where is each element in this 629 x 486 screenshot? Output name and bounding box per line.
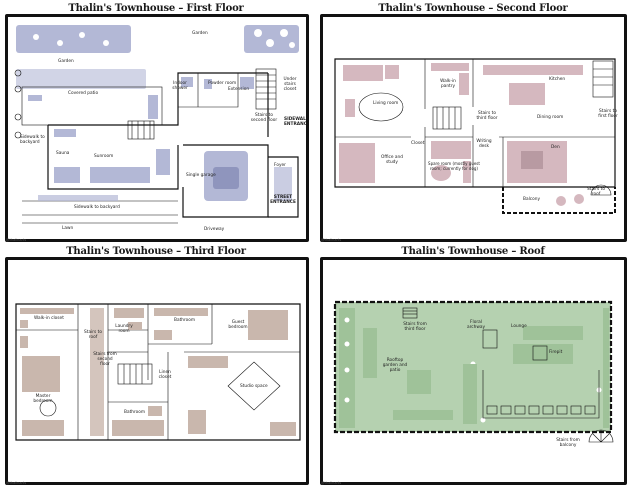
- label-dining-room: Dining room: [537, 115, 564, 120]
- label-indoor-shower: Indoor shower: [172, 81, 188, 91]
- label-stairs-from-second: Stairs from second floor: [93, 352, 117, 367]
- label-linen-closet: Linen closet: [158, 370, 172, 380]
- label-floral-archway: Floral archway: [466, 320, 486, 330]
- label-stairs-from-third: Stairs from third floor: [403, 322, 427, 332]
- label-extension: Extension: [228, 87, 250, 92]
- label-master-bedroom: Master bedroom: [33, 394, 53, 404]
- third-floor-plan: [15, 303, 301, 441]
- label-walkin-closet: Walk-in closet: [34, 316, 64, 321]
- label-bathroom-top: Bathroom: [174, 318, 196, 323]
- label-balcony: Balcony: [523, 197, 541, 202]
- label-guest-bedroom: Guest bedroom: [228, 320, 248, 330]
- label-sidewalk-backyard-bottom: Sidewalk to backyard: [74, 205, 120, 210]
- label-studio-space: Studio space: [240, 384, 268, 389]
- panel-title: Thalin's Townhouse – Second Floor: [378, 3, 568, 14]
- label-bathroom-bottom: Bathroom: [124, 410, 146, 415]
- label-driveway: Driveway: [204, 227, 225, 232]
- label-street-entrance: STREET ENTRANCE: [270, 195, 296, 205]
- floorplan-frame: Garden Garden Indoor shower Powder room …: [5, 14, 309, 242]
- panel-third-floor: Thalin's Townhouse – Third Floor: [0, 243, 312, 486]
- label-stairs-to-roof: Stairs to roof: [84, 330, 102, 340]
- credit: @thalinarts: [6, 481, 27, 485]
- roof-plan: [333, 300, 614, 443]
- panel-title: Thalin's Townhouse – Third Floor: [66, 246, 246, 257]
- label-sidewalk-entrance: SIDEWALK ENTRANCE: [284, 117, 309, 127]
- first-floor-plan: [14, 25, 299, 224]
- label-writing-desk: Writing desk: [476, 139, 492, 149]
- label-closet: Closet: [411, 141, 425, 146]
- label-walkin-pantry: Walk-in pantry: [440, 79, 456, 89]
- credit: @thalinarts: [321, 481, 342, 485]
- panel-roof: Thalin's Townhouse – Roof: [317, 243, 629, 486]
- credit: @thalinarts: [321, 238, 342, 242]
- label-spare-room: Spare room (mostly guest room; currently…: [428, 161, 480, 171]
- second-floor-plan: [334, 58, 616, 214]
- floorplan-frame: Living room Walk-in pantry Kitchen Stair…: [320, 14, 627, 242]
- label-stairs-to-third: Stairs to third floor: [476, 111, 498, 121]
- label-stairs-to-second: Stairs to second floor: [250, 113, 278, 123]
- label-covered-patio: Covered patio: [68, 91, 99, 96]
- panel-title: Thalin's Townhouse – Roof: [401, 246, 545, 257]
- label-den: Den: [551, 145, 560, 150]
- label-garden-top: Garden: [192, 31, 208, 36]
- label-under-stairs-closet: Under stairs closet: [283, 77, 297, 92]
- label-sauna: Sauna: [56, 151, 70, 156]
- credit: @thalinarts: [6, 238, 27, 242]
- panel-title: Thalin's Townhouse – First Floor: [68, 3, 244, 14]
- label-lounge: Lounge: [511, 324, 527, 329]
- label-rooftop-garden: Rooftop garden and patio: [382, 358, 408, 373]
- label-sidewalk-backyard-left: Sidewalk to backyard: [20, 135, 45, 145]
- panel-first-floor: Thalin's Townhouse – First Floor: [0, 0, 312, 243]
- label-stairs-from-balcony: Stairs from balcony: [556, 438, 580, 448]
- label-firepit: Firepit: [549, 350, 563, 355]
- label-laundry-room: Laundry room: [115, 324, 133, 334]
- label-stairs-to-roof: Stairs to roof: [587, 187, 605, 197]
- label-office: Office and study: [381, 155, 403, 165]
- label-foyer: Foyer: [274, 163, 286, 168]
- panel-second-floor: Thalin's Townhouse – Second Floor: [317, 0, 629, 243]
- label-lawn: Lawn: [62, 226, 74, 231]
- label-powder-room: Powder room: [208, 81, 237, 86]
- label-stairs-to-first: Stairs to first floor: [598, 109, 618, 119]
- floorplan-frame: Stairs from third floor Floral archway L…: [320, 257, 627, 485]
- label-living-room: Living room: [373, 101, 399, 106]
- label-sunroom: Sunroom: [94, 154, 114, 159]
- label-single-garage: Single garage: [186, 173, 216, 178]
- label-garden-left: Garden: [58, 59, 74, 64]
- floorplan-frame: Walk-in closet Laundry room Bathroom Gue…: [5, 257, 309, 485]
- label-kitchen: Kitchen: [549, 77, 566, 82]
